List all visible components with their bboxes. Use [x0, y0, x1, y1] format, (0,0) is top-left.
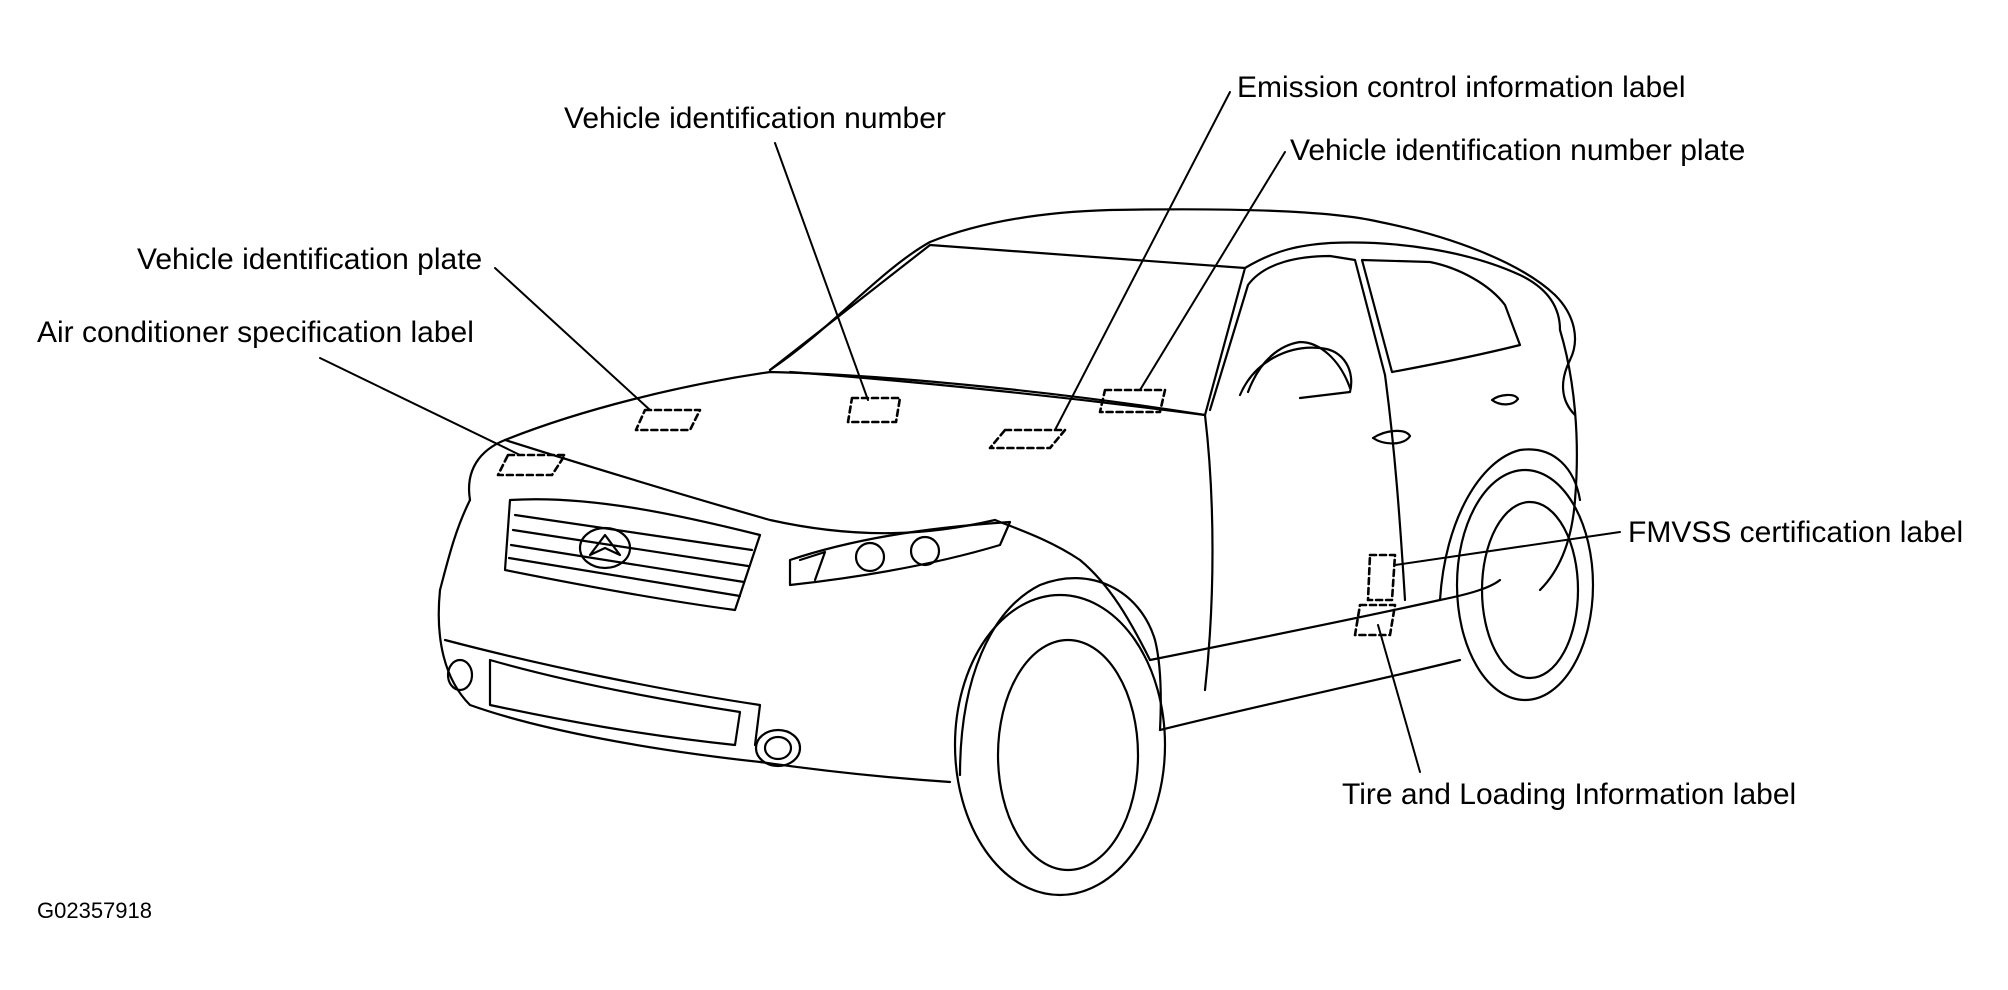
headlight: [788, 520, 1012, 587]
label-vehicle-id-plate: Vehicle identification plate: [137, 243, 483, 276]
front-wheel: [953, 593, 1167, 897]
ac-spec-leader: [319, 357, 521, 456]
door-handle: [1490, 393, 1520, 406]
label-vin-plate: Vehicle identification number plate: [1290, 134, 1746, 167]
label-tire-loading: Tire and Loading Information label: [1342, 778, 1797, 811]
vin-plate-leader: [1139, 151, 1286, 391]
vin-leader: [774, 142, 869, 401]
tire-marker: [1353, 603, 1397, 637]
leader-lines: [319, 91, 1621, 773]
fmvss-marker: [1366, 553, 1397, 602]
emission-leader: [1054, 91, 1231, 431]
label-ac-spec: Air conditioner specification label: [37, 316, 474, 349]
tire-leader: [1377, 624, 1421, 773]
vehicle-id-plate-leader: [494, 267, 651, 411]
rear-wheel: [1455, 468, 1595, 702]
vin-marker: [846, 396, 902, 424]
label-emission-control: Emission control information label: [1237, 71, 1686, 104]
figure-code: G02357918: [37, 898, 152, 923]
label-vin-number: Vehicle identification number: [564, 102, 946, 135]
vin-plate-marker: [1098, 388, 1167, 414]
bumper: [443, 638, 802, 768]
grille: [503, 498, 762, 612]
label-fmvss: FMVSS certification label: [1628, 516, 1964, 549]
emission-marker: [988, 428, 1067, 450]
fmvss-leader: [1394, 531, 1621, 566]
label-markers: [496, 388, 1397, 637]
door-handle: [1371, 429, 1412, 445]
vehicle-id-plate-marker: [634, 408, 702, 432]
car-body: [437, 208, 1582, 784]
ac-spec-marker: [496, 453, 567, 477]
